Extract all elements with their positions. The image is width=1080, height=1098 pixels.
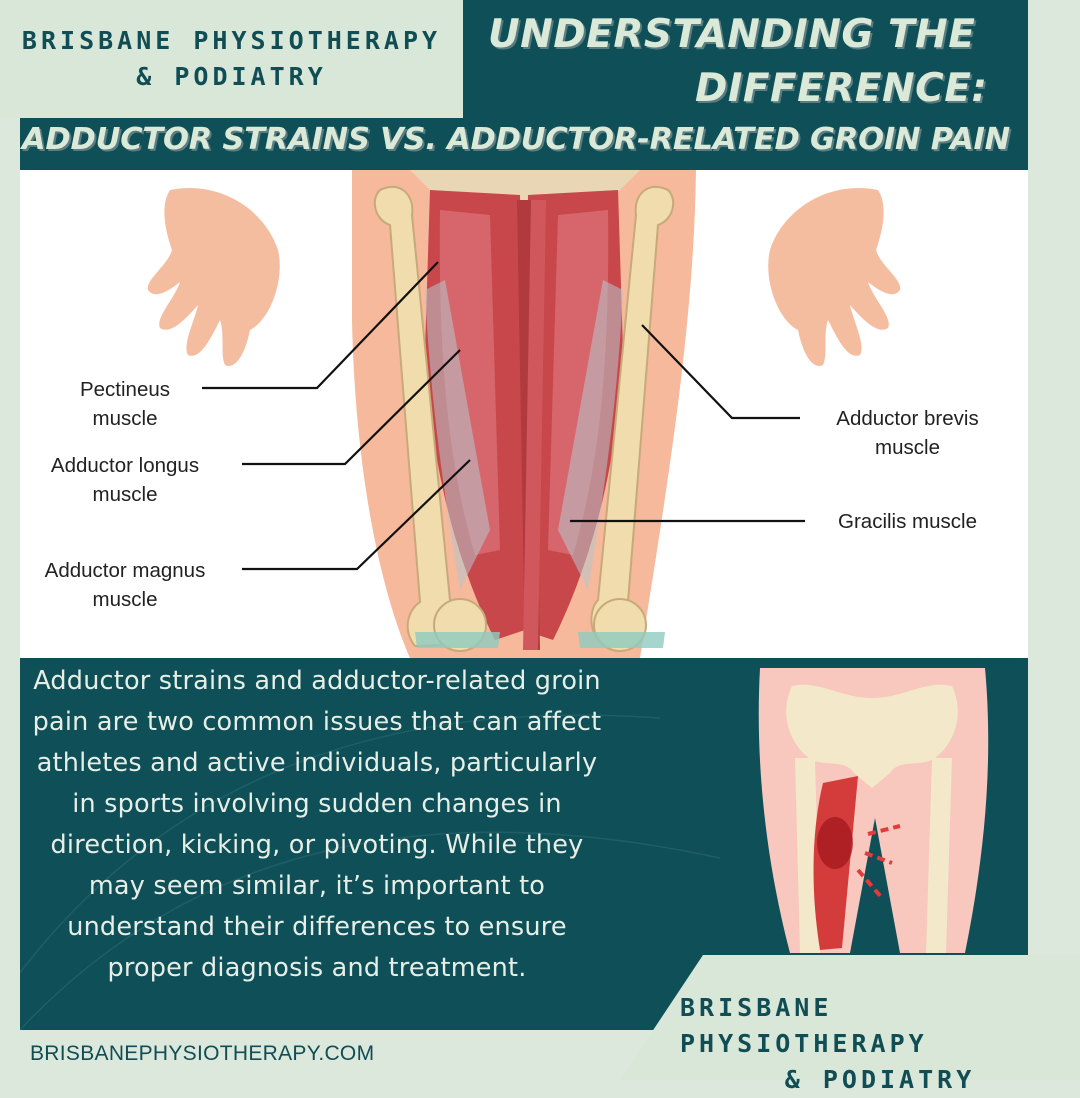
- brand-name-line2: & PODIATRY: [136, 62, 327, 91]
- intro-text: Adductor strains and adductor-related gr…: [32, 666, 602, 983]
- label-adductor-longus: Adductor longus muscle: [50, 454, 200, 506]
- anatomy-illustration: Pectineus muscle Adductor longus muscle …: [20, 170, 1028, 658]
- website-link[interactable]: BRISBANEPHYSIOTHERAPY.COM: [30, 1042, 375, 1065]
- page-title-line1: UNDERSTANDING THE: [488, 12, 976, 57]
- page-subtitle: ADDUCTOR STRAINS VS. ADDUCTOR-RELATED GR…: [22, 122, 1010, 157]
- brand-name-line1: BRISBANE PHYSIOTHERAPY: [21, 26, 442, 55]
- groin-pain-illustration: [20, 658, 1028, 1030]
- pectineus-leader-line: [202, 261, 439, 390]
- brand-name-line1: BRISBANE PHYSIOTHERAPY: [680, 993, 928, 1058]
- page-title-line2: DIFFERENCE:: [695, 66, 988, 111]
- pain-rays-icon: [856, 824, 901, 900]
- right-hand-illustration: [768, 188, 901, 366]
- adductor-magnus-leader-line: [242, 459, 471, 571]
- subtitle-band: [20, 118, 1028, 170]
- pain-spot-illustration: [817, 817, 853, 869]
- brand-name-line2: & PODIATRY: [784, 1065, 976, 1094]
- brand-logo-bottom-background: [620, 955, 1080, 1080]
- adductor-longus-leader-line: [242, 349, 461, 466]
- intro-panel: [20, 658, 1028, 1030]
- label-gracilis: Gracilis muscle: [838, 510, 977, 533]
- adductor-brevis-leader-line: [641, 324, 800, 420]
- label-pectineus: Pectineus muscle: [79, 378, 171, 430]
- brand-logo-bottom: BRISBANE PHYSIOTHERAPY & PODIATRY: [680, 990, 1080, 1098]
- label-adductor-magnus: Adductor magnus muscle: [44, 559, 206, 611]
- title-panel: [463, 0, 1028, 118]
- pelvis-bone-illustration: [786, 684, 958, 788]
- label-adductor-brevis: Adductor brevis muscle: [836, 407, 979, 459]
- brand-logo-top: BRISBANE PHYSIOTHERAPY & PODIATRY: [0, 0, 463, 118]
- thigh-muscles-illustration: [147, 170, 901, 658]
- left-hand-illustration: [147, 188, 280, 366]
- label-leader-lines: [202, 261, 805, 571]
